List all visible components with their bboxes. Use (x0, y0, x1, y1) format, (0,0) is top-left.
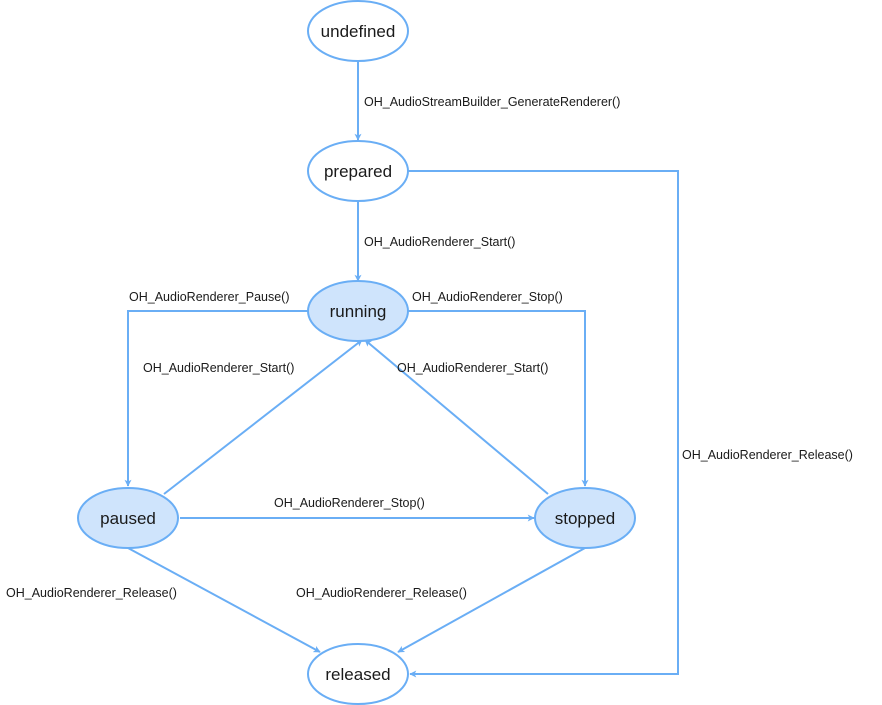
node-prepared-label: prepared (324, 162, 392, 181)
node-released: released (307, 643, 409, 705)
label-paused-to-stopped: OH_AudioRenderer_Stop() (274, 496, 425, 510)
node-running-label: running (330, 302, 387, 321)
label-undefined-to-prepared: OH_AudioStreamBuilder_GenerateRenderer() (364, 95, 620, 109)
node-stopped-label: stopped (555, 509, 616, 528)
label-stopped-to-released: OH_AudioRenderer_Release() (296, 586, 467, 600)
node-paused: paused (77, 487, 179, 549)
label-running-to-paused: OH_AudioRenderer_Pause() (129, 290, 290, 304)
node-undefined-label: undefined (321, 22, 396, 41)
edge-stopped-to-running (364, 339, 549, 495)
edge-paused-to-running (163, 339, 363, 495)
node-prepared: prepared (307, 140, 409, 202)
label-stopped-to-running: OH_AudioRenderer_Start() (397, 361, 548, 375)
edge-running-to-stopped (408, 310, 589, 487)
node-undefined: undefined (307, 0, 409, 62)
node-paused-label: paused (100, 509, 156, 528)
node-running: running (307, 280, 409, 342)
node-released-label: released (325, 665, 390, 684)
label-paused-to-released: OH_AudioRenderer_Release() (6, 586, 177, 600)
label-prepared-to-released: OH_AudioRenderer_Release() (682, 448, 853, 462)
edge-paused-to-released (127, 547, 321, 653)
node-stopped: stopped (534, 487, 636, 549)
edge-prepared-to-released (408, 170, 679, 678)
label-prepared-to-running: OH_AudioRenderer_Start() (364, 235, 515, 249)
edge-running-to-paused (124, 310, 308, 487)
label-paused-to-running: OH_AudioRenderer_Start() (143, 361, 294, 375)
edge-stopped-to-released (397, 547, 586, 653)
label-running-to-stopped: OH_AudioRenderer_Stop() (412, 290, 563, 304)
